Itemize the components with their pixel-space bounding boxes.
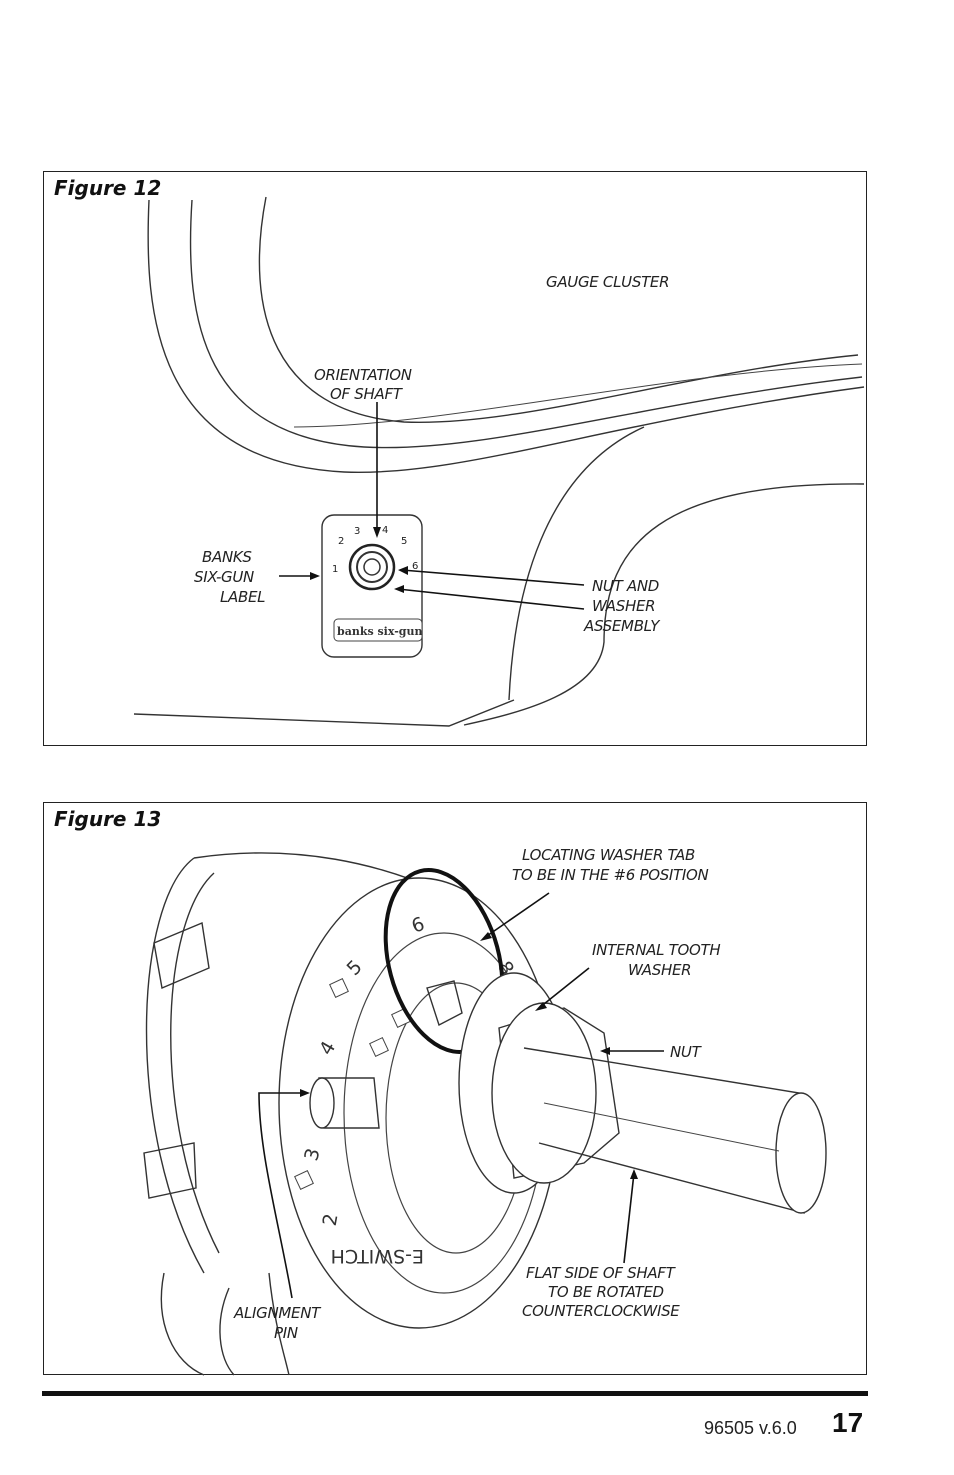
page-number: 17 <box>832 1407 864 1438</box>
e-switch-brand: E-SWITCH <box>331 1245 424 1267</box>
internal-washer-arrow <box>538 967 590 1009</box>
nut-washer-label-2: WASHER <box>592 597 655 615</box>
dial-number-1: 1 <box>332 564 338 575</box>
figure-12-illustration: 1 2 3 4 5 6 banks six-gun GAUGE CLUSTER … <box>133 196 865 727</box>
footer-rule <box>42 1391 868 1396</box>
dial-number-2: 2 <box>319 1212 343 1228</box>
shaft-end <box>775 1092 827 1214</box>
shaft <box>363 558 381 576</box>
panel-curve-left <box>508 426 645 701</box>
hex-nut <box>498 1007 620 1179</box>
dial-number-3: 3 <box>300 1146 324 1163</box>
housing-tab-top <box>153 922 210 989</box>
locating-label-1: LOCATING WASHER TAB <box>522 846 695 864</box>
shaft-flat-edge <box>543 1102 780 1152</box>
base-left-curve <box>160 1272 205 1376</box>
figure-12-title: Figure 12 <box>54 176 162 200</box>
housing-tab-bottom <box>143 1142 197 1199</box>
banks-logo: banks six-gun <box>333 618 423 642</box>
nut-arrow <box>401 569 585 586</box>
base-edge <box>268 1272 290 1376</box>
banks-label-2: SIX-GUN <box>194 568 254 586</box>
figure-12: Figure 12 1 2 3 4 5 6 banks six-gun <box>43 171 867 746</box>
panel-bottom-line <box>133 699 515 727</box>
footer-document-code: 96505 v.6.0 <box>704 1418 797 1438</box>
banks-label-3: LABEL <box>220 588 265 606</box>
dash-curve-middle <box>189 199 863 449</box>
orientation-label-1: ORIENTATION <box>314 366 412 384</box>
figure-13-illustration: 2 3 4 5 6 8 E-SWITCH LOCATING WASHER <box>143 846 827 1376</box>
nut-washer-label-3: ASSEMBLY <box>583 617 661 635</box>
locating-washer-tab <box>426 980 463 1027</box>
flat-side-label-2: TO BE ROTATED <box>548 1283 664 1301</box>
flat-side-label-3: COUNTERCLOCKWISE <box>522 1302 680 1320</box>
locating-arrow <box>483 892 550 939</box>
housing-inner-edge <box>170 872 220 1254</box>
orientation-label-2: OF SHAFT <box>330 385 404 403</box>
alignment-pin-label-1: ALIGNMENT <box>233 1304 322 1322</box>
internal-tooth-label-2: WASHER <box>628 961 691 979</box>
dash-curve-fine <box>293 363 863 428</box>
dial-number-5: 5 <box>401 536 407 547</box>
gauge-cluster-label: GAUGE CLUSTER <box>546 273 669 291</box>
dash-curve-outer <box>147 199 865 474</box>
nut-washer-label-1: NUT AND <box>592 577 659 595</box>
dial-number-3: 3 <box>354 526 360 537</box>
alignment-pin-arrow <box>258 1092 306 1299</box>
nut-face <box>491 1002 597 1184</box>
flat-side-label-1: FLAT SIDE OF SHAFT <box>526 1264 677 1282</box>
panel-curve-right <box>463 483 865 726</box>
base-right-curve <box>219 1287 235 1376</box>
alignment-pin-end <box>309 1077 335 1129</box>
internal-tooth-label-1: INTERNAL TOOTH <box>592 941 720 959</box>
housing-outer-edge <box>145 857 205 1274</box>
washer-arrow <box>397 588 585 610</box>
locating-label-2: TO BE IN THE #6 POSITION <box>512 866 709 884</box>
svg-text:banks six-gun: banks six-gun <box>337 625 422 638</box>
figure-13: Figure 13 2 3 4 5 6 8 E-SWITCH <box>43 802 867 1376</box>
alignment-pin-label-2: PIN <box>274 1324 298 1342</box>
nut-label: NUT <box>670 1043 703 1061</box>
flat-side-arrow <box>623 1172 635 1264</box>
dial-number-6: 6 <box>412 561 418 572</box>
dial-number-4: 4 <box>382 525 388 536</box>
figure-13-title: Figure 13 <box>54 807 162 831</box>
banks-label-1: BANKS <box>202 548 252 566</box>
dial-number-2: 2 <box>338 536 344 547</box>
